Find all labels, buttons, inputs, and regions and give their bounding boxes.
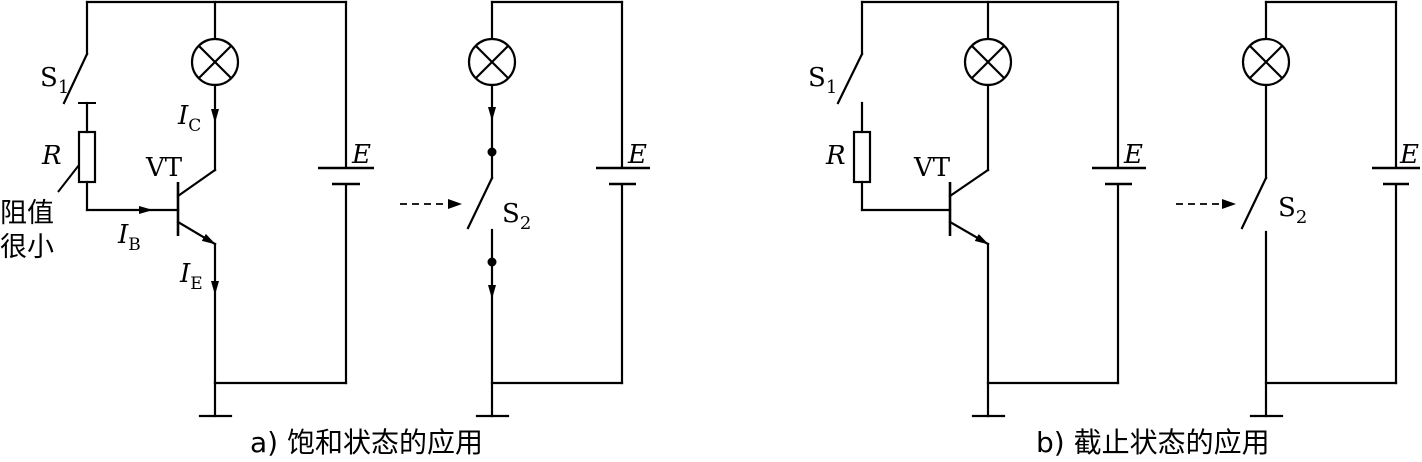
switch-s2 <box>466 176 494 230</box>
battery-e-label: E <box>627 140 647 170</box>
ie-label: IE <box>179 259 203 294</box>
dashed-arrowhead <box>1222 199 1236 209</box>
transistor-vt <box>176 168 217 246</box>
ic-label: IC <box>177 101 201 136</box>
transistor-vt <box>948 168 990 246</box>
vt-label: VT <box>913 153 951 183</box>
switch-s1 <box>836 0 864 134</box>
switch-s1 <box>62 0 96 134</box>
lamp-icon <box>190 37 240 87</box>
s2-label: S2 <box>1278 193 1307 228</box>
vt-label: VT <box>145 153 183 183</box>
dashed-arrowhead <box>448 199 462 209</box>
lamp-icon <box>467 37 517 87</box>
battery-e-label: E <box>1123 140 1143 170</box>
resistor-r <box>77 130 97 184</box>
r-note-line1: 阻值 <box>0 198 54 229</box>
s2-label: S2 <box>502 199 531 234</box>
r-note-line2: 很小 <box>0 232 54 263</box>
switch-s2 <box>1240 176 1268 230</box>
r-leader-line <box>57 164 80 193</box>
panel-a: S1 R 阻值 很小 IB VT IC IE <box>0 0 650 459</box>
s1-label: S1 <box>808 63 837 98</box>
panel-b: S1 R VT E <box>808 0 1420 459</box>
battery-e-label: E <box>1399 140 1419 170</box>
caption-b: b) 截止状态的应用 <box>1036 426 1270 459</box>
battery-e-label: E <box>351 140 371 170</box>
ib-label: IB <box>117 220 141 255</box>
s1-label: S1 <box>40 63 69 98</box>
lamp-icon <box>963 37 1013 87</box>
r-label: R <box>825 141 846 171</box>
resistor-r <box>852 130 872 184</box>
caption-a: a) 饱和状态的应用 <box>250 426 483 459</box>
r-label: R <box>41 141 62 171</box>
lamp-icon <box>1241 37 1291 87</box>
